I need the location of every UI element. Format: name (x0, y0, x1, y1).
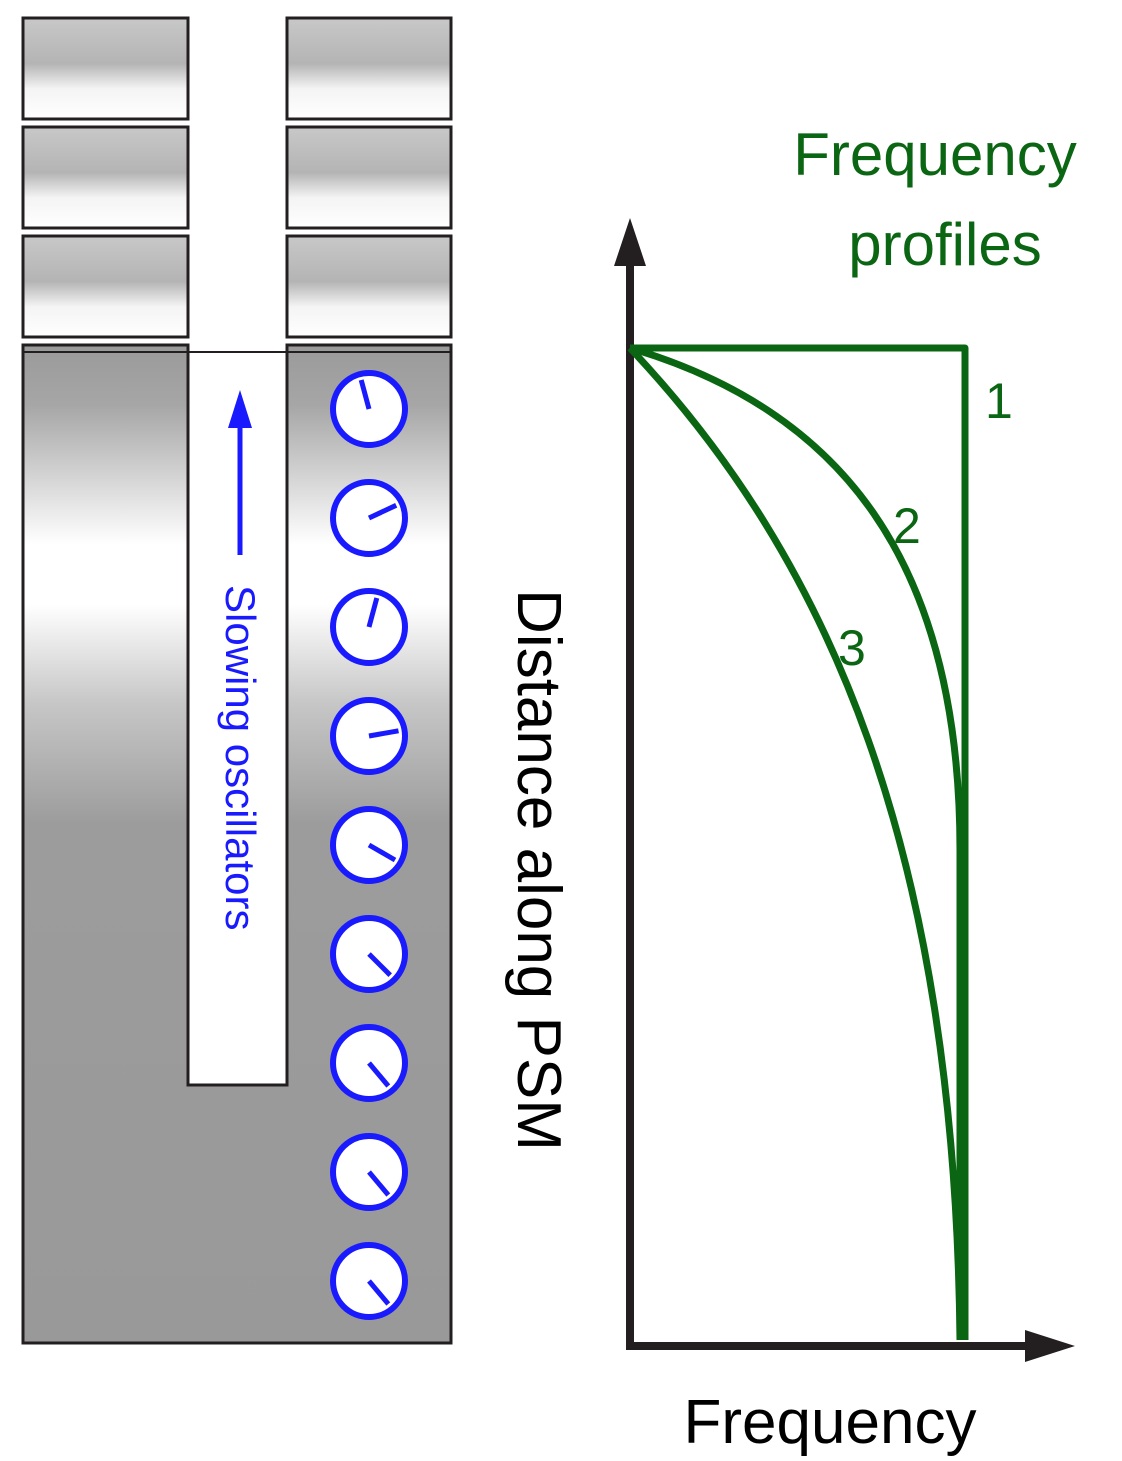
oscillator-phase-hand (367, 1279, 391, 1306)
slowing-oscillators-label: Slowing oscillators (217, 585, 264, 930)
oscillator-group (330, 370, 408, 1320)
oscillator (330, 915, 408, 993)
oscillator (330, 697, 408, 775)
slowing-oscillators-arrow (228, 390, 252, 555)
somites-right (285, 16, 453, 339)
oscillator (330, 1242, 408, 1320)
oscillator-phase-hand (367, 952, 392, 977)
somite (285, 125, 453, 230)
profile-2-curve (629, 344, 964, 1340)
profile-2-label: 2 (893, 498, 921, 554)
y-axis-label: Distance along PSM (504, 589, 573, 1151)
oscillator-phase-hand (358, 379, 372, 410)
oscillator (330, 479, 408, 557)
oscillator-phase-hand (367, 1170, 391, 1197)
frequency-profiles (627, 344, 969, 1341)
oscillator (330, 370, 408, 448)
profile-1-curve (630, 344, 969, 1340)
profiles-title-line2: profiles (848, 211, 1041, 278)
profile-3-label: 3 (838, 620, 866, 676)
y-axis-arrowhead (614, 218, 646, 266)
oscillator (330, 588, 408, 666)
somite (285, 234, 453, 339)
oscillator-phase-hand (367, 503, 398, 521)
x-axis-label: Frequency (684, 1388, 977, 1457)
oscillator-phase-hand (367, 1061, 391, 1088)
oscillator (330, 1024, 408, 1102)
somites-left (21, 16, 190, 339)
somite (285, 16, 453, 121)
oscillator-phase-hand (367, 842, 397, 863)
oscillator-phase-hand (368, 728, 399, 739)
somite (21, 125, 190, 230)
oscillator-phase-hand (366, 597, 380, 628)
oscillator (330, 806, 408, 884)
profiles-title-line1: Frequency (793, 121, 1076, 188)
axes (614, 218, 1075, 1362)
profile-1-label: 1 (985, 373, 1013, 429)
somite (21, 16, 190, 121)
somite (21, 234, 190, 339)
x-axis-arrowhead (1025, 1330, 1075, 1362)
slot-outline (186, 352, 289, 1087)
profile-3-curve (627, 345, 964, 1341)
oscillator (330, 1133, 408, 1211)
